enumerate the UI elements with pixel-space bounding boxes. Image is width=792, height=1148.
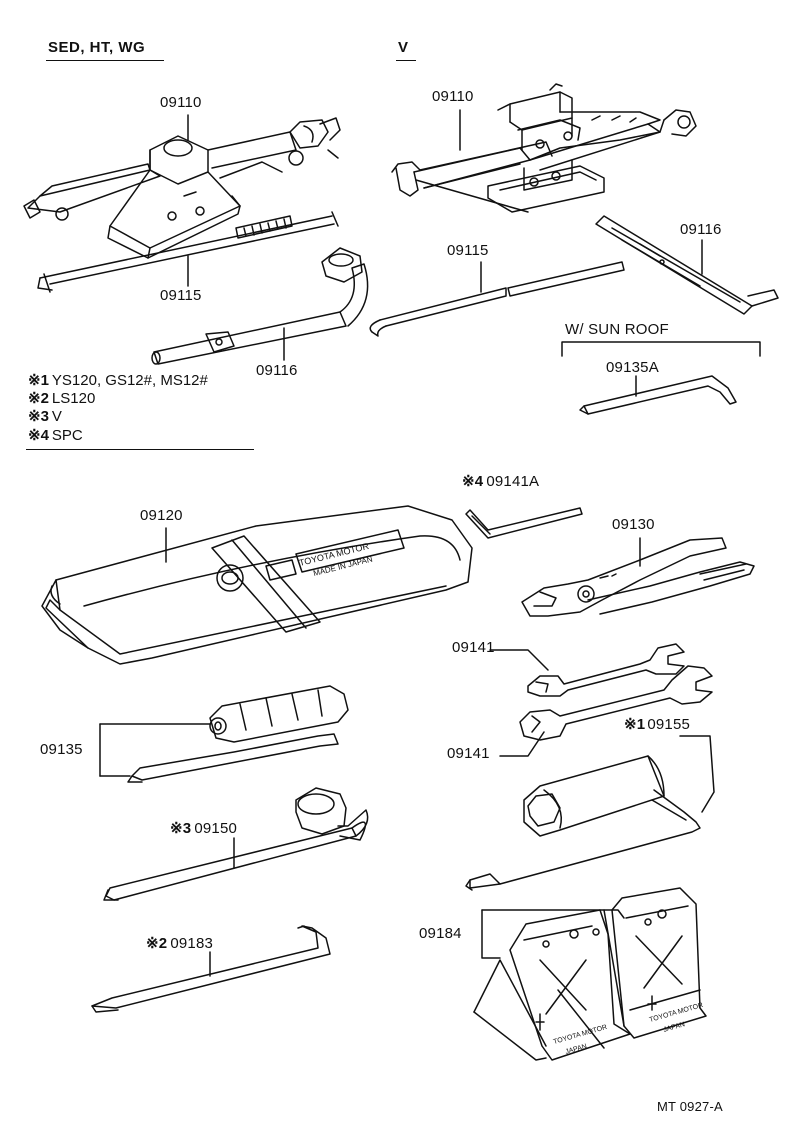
diagram-reference: MT 0927-A — [657, 1099, 723, 1114]
part-label-jack-handle-left: 09115 — [160, 287, 202, 304]
pliers-drawing — [522, 538, 754, 616]
scissor-jack-right-drawing — [392, 84, 696, 212]
sunroof-header: W/ SUN ROOF — [565, 321, 669, 338]
note-mark: ※3 — [28, 408, 49, 425]
part-label-screwdriver: 09135 — [40, 741, 83, 758]
hex-wrench-number: 09141A — [486, 473, 540, 490]
chock-left-origin: JAPAN — [565, 1043, 588, 1056]
chock-right-origin: JAPAN — [663, 1021, 686, 1034]
part-label-spanner-top: 09141 — [452, 639, 495, 656]
scissor-jack-left-drawing — [24, 115, 340, 258]
section-header-sed-ht-wg: SED, HT, WG — [48, 39, 146, 56]
header-underline-right — [396, 60, 416, 61]
hub-nut-wrench-number: 09183 — [170, 935, 214, 952]
plug-wrench-number: 09155 — [647, 716, 691, 733]
hex-wrench-drawing — [466, 508, 582, 538]
plug-wrench-drawing — [466, 736, 714, 890]
part-label-jack-handle-right: 09115 — [447, 242, 489, 259]
tool-bag-drawing: TOYOTA MOTOR MADE IN JAPAN — [42, 506, 472, 664]
jack-handle-left-drawing — [38, 212, 338, 292]
header-underline-left — [46, 60, 164, 61]
part-label-jack-right: 09110 — [432, 88, 474, 105]
socket-wrench-mark: ※3 — [170, 820, 192, 837]
hub-nut-wrench-mark: ※2 — [146, 935, 168, 952]
hex-wrench-mark: ※4 — [462, 473, 484, 490]
socket-wrench-drawing — [104, 788, 368, 900]
note-mark: ※2 — [28, 390, 49, 407]
part-label-sunroof-tool: 09135A — [606, 359, 659, 376]
part-label-spanner-bottom: 09141 — [447, 745, 490, 762]
part-label-wheel-chocks: 09184 — [419, 925, 462, 942]
socket-wrench-number: 09150 — [194, 820, 238, 837]
jack-handle-right-drawing — [370, 262, 624, 336]
note-mark: ※1 — [28, 372, 49, 389]
part-label-tool-bag: 09120 — [140, 507, 183, 524]
sunroof-bracket-drawing — [562, 342, 760, 414]
screwdriver-drawing — [100, 686, 348, 782]
note-text: LS120 — [51, 390, 96, 407]
notes-divider — [26, 449, 254, 450]
plug-wrench-mark: ※1 — [624, 716, 646, 733]
note-text: SPC — [51, 427, 83, 444]
note-mark: ※4 — [28, 427, 49, 444]
chock-right-brand: TOYOTA MOTOR — [649, 1002, 704, 1024]
section-header-v: V — [398, 39, 409, 56]
part-label-wrench-left: 09116 — [256, 362, 298, 379]
spanner-top-drawing — [490, 644, 684, 696]
part-label-wrench-right: 09116 — [680, 221, 722, 238]
wheel-chocks-drawing: TOYOTA MOTOR JAPAN TOYOTA MOTOR JAPAN — [474, 888, 706, 1060]
hub-nut-wrench-drawing — [92, 926, 330, 1012]
wheel-wrench-right-drawing — [596, 216, 778, 314]
part-label-jack-left: 09110 — [160, 94, 202, 111]
note-text: V — [51, 408, 62, 425]
wheel-wrench-left-drawing — [152, 248, 368, 364]
note-text: YS120, GS12#, MS12# — [51, 372, 208, 389]
part-label-pliers: 09130 — [612, 516, 655, 533]
spanner-bottom-drawing — [500, 666, 712, 756]
